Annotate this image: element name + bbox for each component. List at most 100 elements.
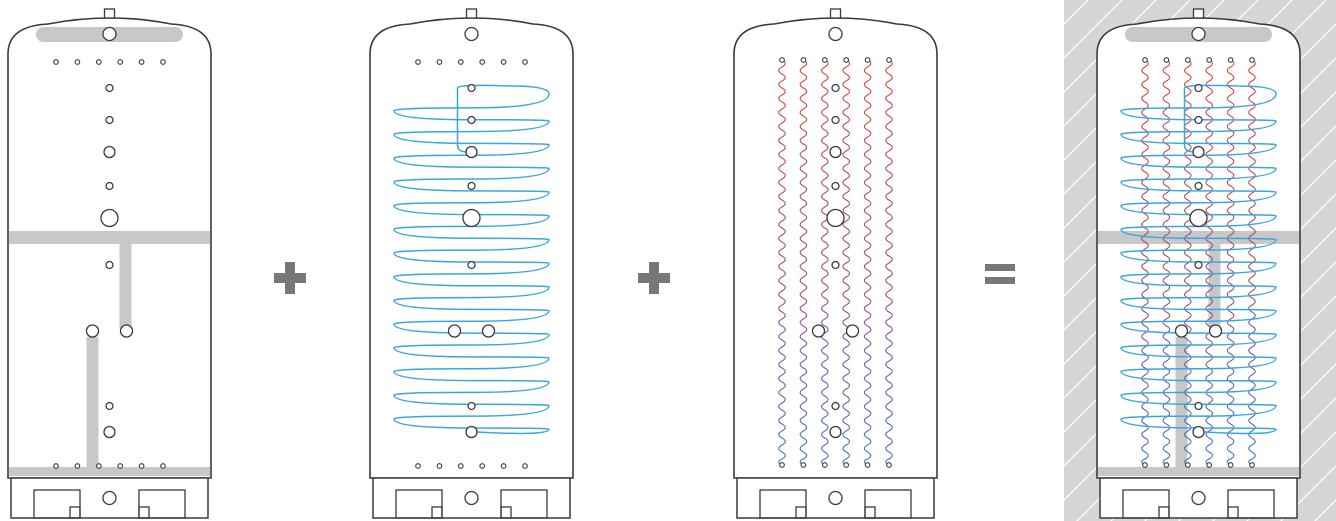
sensor-dot — [457, 59, 464, 65]
base-hatch-left-tab — [69, 506, 81, 519]
strand-bottom-dot — [821, 462, 828, 468]
port-circle — [831, 115, 840, 125]
port-circle — [1191, 26, 1206, 42]
base-hatch-left — [759, 489, 807, 519]
base-hatch-left-tab — [431, 506, 443, 519]
base-hatch-left-tab — [795, 506, 807, 519]
heat-exchanger-coil — [393, 84, 550, 435]
port-circle — [467, 83, 476, 93]
sensor-dot — [74, 463, 81, 469]
stratification-strand — [885, 59, 893, 466]
port-circle — [105, 401, 114, 411]
port-circle — [1194, 115, 1203, 125]
base-hatch-right-tab — [138, 506, 150, 519]
stratification-strand — [778, 59, 786, 466]
stratification-strand — [1141, 59, 1149, 466]
base-port — [1191, 490, 1206, 506]
bottom-plate — [1098, 467, 1299, 476]
port-circle — [462, 208, 481, 228]
sensor-dot — [138, 59, 145, 65]
stratification-strand — [1226, 59, 1235, 466]
sensor-dot — [479, 463, 486, 469]
sensor-dot — [436, 463, 443, 469]
combined-tank-in-wall — [1064, 0, 1336, 521]
port-circle — [467, 115, 476, 125]
sensor-dot — [160, 463, 166, 469]
strand-top-dot — [843, 57, 850, 63]
strand-bottom-dot — [1227, 462, 1234, 468]
port-circle — [100, 208, 119, 228]
base-hatch-right — [138, 489, 186, 519]
base-hatch-left — [1122, 489, 1170, 519]
lower-riser-pipe — [86, 337, 99, 467]
strand-top-dot — [886, 57, 892, 63]
equals-operator — [985, 264, 1015, 284]
sensor-dot — [117, 59, 124, 65]
port-circle — [831, 181, 840, 191]
port-circle — [103, 145, 116, 159]
port-circle — [831, 260, 840, 270]
bottom-plate — [9, 467, 210, 476]
strand-top-dot — [1206, 57, 1213, 63]
side-port-left — [1174, 324, 1189, 338]
strand-bottom-dot — [864, 462, 871, 468]
base-port — [828, 490, 843, 506]
sensor-dot — [415, 463, 421, 469]
port-circle — [831, 83, 840, 93]
tank-body-fill — [8, 18, 211, 478]
strand-top-dot — [1227, 57, 1234, 63]
stratification-strand — [1162, 59, 1171, 466]
top-nozzle — [465, 8, 478, 19]
port-circle — [105, 260, 114, 270]
sensor-dot — [500, 463, 507, 469]
strand-top-dot — [821, 57, 828, 63]
port-circle — [105, 83, 114, 93]
tank-base — [1099, 477, 1298, 519]
strand-bottom-dot — [1142, 462, 1148, 468]
base-hatch-right-tab — [1227, 506, 1239, 519]
sensor-dot — [436, 59, 443, 65]
heat-exchanger-coil — [1120, 84, 1277, 435]
port-circle — [1189, 208, 1208, 228]
strand-top-dot — [800, 57, 807, 63]
sensor-dot — [522, 463, 528, 469]
side-port-left — [811, 324, 826, 338]
sensor-dot — [160, 59, 166, 65]
port-circle — [826, 208, 845, 228]
port-circle — [465, 145, 478, 159]
tank-body-fill — [370, 18, 573, 478]
strand-top-dot — [864, 57, 871, 63]
sensor-dot — [95, 463, 102, 469]
strand-top-dot — [779, 57, 785, 63]
equals-bar-top — [985, 264, 1015, 271]
sensor-dot — [522, 59, 528, 65]
heat-exchanger-coil-tank — [369, 8, 574, 519]
top-nozzle — [829, 8, 842, 19]
stratification-strand — [842, 59, 850, 466]
stratification-plates-tank — [7, 8, 212, 519]
strand-top-dot — [1142, 57, 1148, 63]
sensor-dot — [479, 59, 486, 65]
port-circle — [467, 181, 476, 191]
plus-bar-vertical — [649, 262, 659, 294]
equals-bar-bottom — [985, 277, 1015, 284]
port-circle — [105, 181, 114, 191]
port-circle — [1194, 260, 1203, 270]
port-circle — [467, 260, 476, 270]
side-port-right — [481, 324, 496, 338]
strand-bottom-dot — [800, 462, 807, 468]
strand-bottom-dot — [1206, 462, 1213, 468]
base-hatch-right-tab — [864, 506, 876, 519]
side-port-left — [85, 324, 100, 338]
top-nozzle — [1192, 8, 1205, 19]
base-hatch-left-tab — [1158, 506, 1170, 519]
side-port-right — [845, 324, 860, 338]
port-circle — [102, 26, 117, 42]
port-circle — [1194, 401, 1203, 411]
strand-bottom-dot — [1249, 462, 1255, 468]
strand-top-dot — [1163, 57, 1170, 63]
side-port-right — [1208, 324, 1223, 338]
strand-top-dot — [1184, 57, 1191, 63]
port-circle — [829, 145, 842, 159]
